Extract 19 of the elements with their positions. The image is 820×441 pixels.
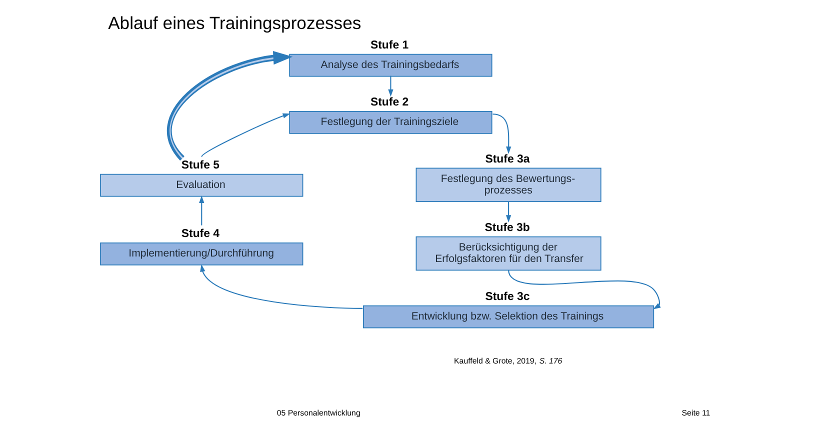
node-label: Stufe 4 bbox=[180, 228, 220, 240]
node-label: Stufe 3b bbox=[484, 222, 530, 234]
diagram-title: Ablauf eines Trainingsprozesses bbox=[108, 13, 361, 34]
node-label: Stufe 5 bbox=[180, 160, 220, 172]
arrow bbox=[508, 270, 660, 310]
node-label: Stufe 3c bbox=[484, 290, 530, 303]
node-label: Stufe 2 bbox=[370, 96, 408, 109]
label: Seite 11 bbox=[681, 408, 710, 418]
arrow bbox=[198, 196, 204, 226]
arrow bbox=[505, 202, 511, 223]
arrow bbox=[388, 76, 393, 97]
node-label: Stufe 1 bbox=[370, 39, 408, 52]
arrow bbox=[166, 51, 292, 161]
arrow bbox=[200, 113, 290, 158]
arrow bbox=[492, 114, 511, 154]
arrow bbox=[200, 264, 362, 309]
label: Kauffeld & Grote, 2019, S. 176 bbox=[454, 356, 562, 366]
node-label: Stufe 3a bbox=[484, 153, 530, 166]
label: 05 Personalentwicklung bbox=[276, 408, 360, 418]
